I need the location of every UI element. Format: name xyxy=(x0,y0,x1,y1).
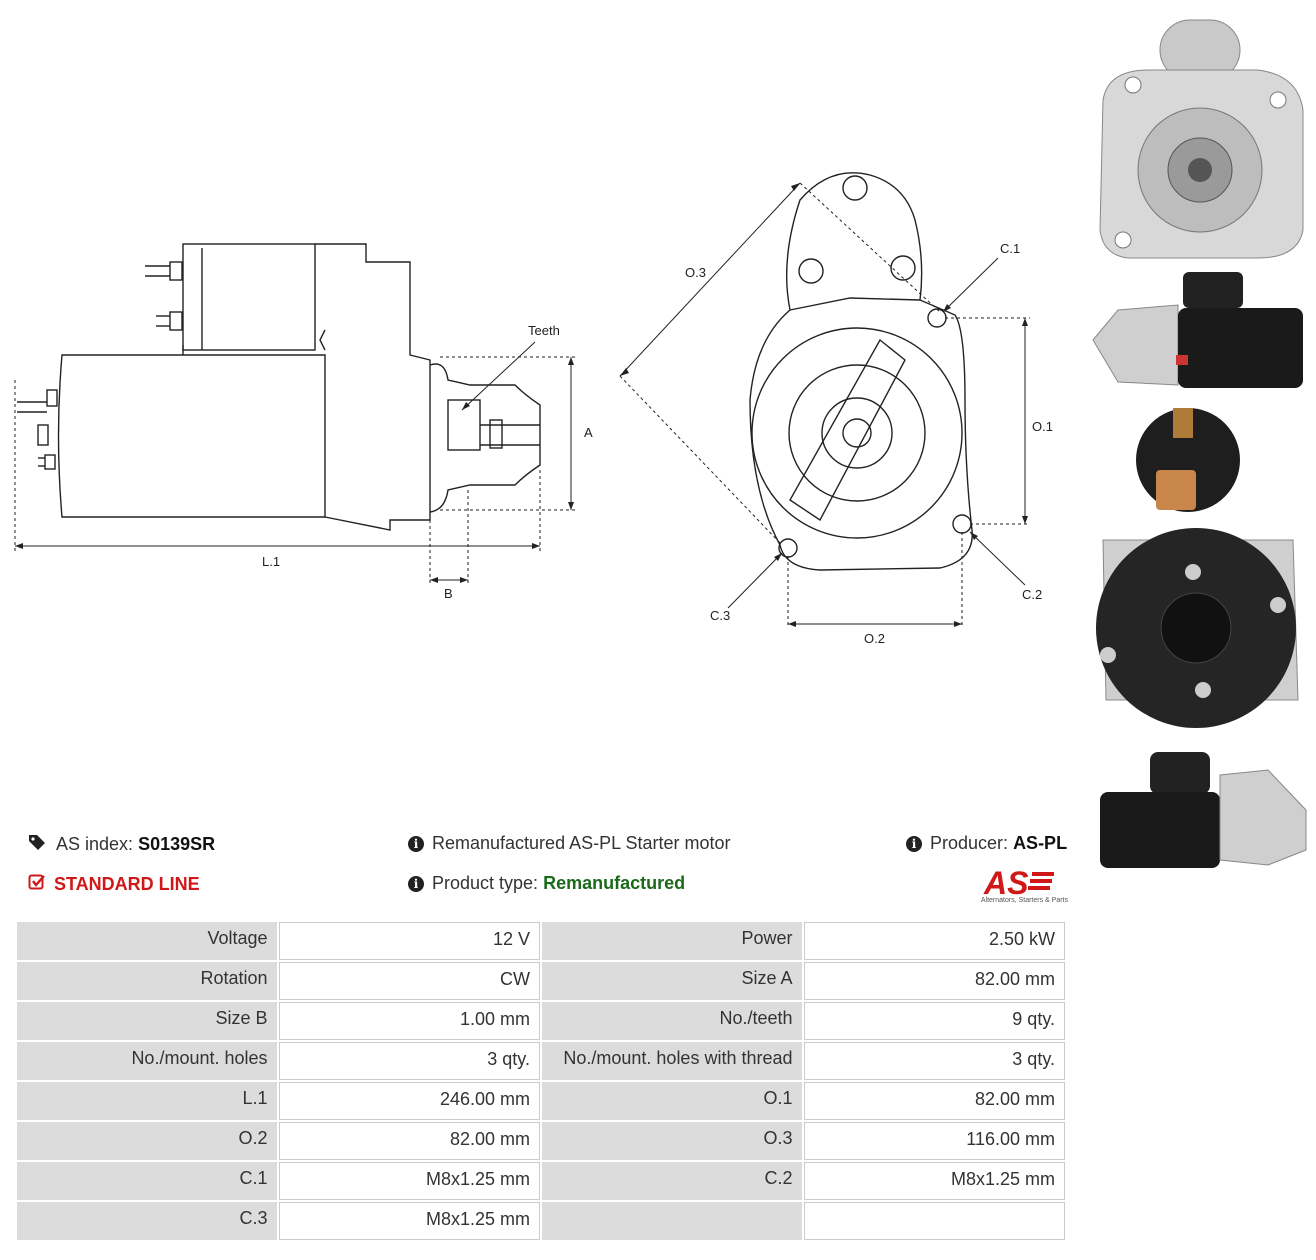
spec-value: 82.00 mm xyxy=(278,1122,540,1160)
description-text: Remanufactured AS-PL Starter motor xyxy=(432,833,731,853)
photo-rear-view xyxy=(1096,408,1299,728)
spec-value: 116.00 mm xyxy=(803,1122,1065,1160)
product-type: i Product type: Remanufactured xyxy=(408,873,685,894)
spec-value: 246.00 mm xyxy=(278,1082,540,1120)
label-c3: C.3 xyxy=(710,608,730,623)
spec-label: Power xyxy=(541,922,802,960)
label-b: B xyxy=(444,586,453,601)
spec-label: O.3 xyxy=(541,1122,802,1160)
check-square-icon xyxy=(28,873,46,896)
spec-label: C.2 xyxy=(541,1162,802,1200)
label-o2: O.2 xyxy=(864,631,885,646)
producer-label: Producer: xyxy=(930,833,1009,853)
info-icon: i xyxy=(408,835,424,852)
as-index: AS index: S0139SR xyxy=(28,833,215,856)
label-c2: C.2 xyxy=(1022,587,1042,602)
spec-value: 3 qty. xyxy=(278,1042,540,1080)
spec-label: No./mount. holes with thread xyxy=(541,1042,802,1080)
spec-value: 2.50 kW xyxy=(803,922,1065,960)
label-o1: O.1 xyxy=(1032,419,1053,434)
spec-value: CW xyxy=(278,962,540,1000)
spec-label: Size A xyxy=(541,962,802,1000)
spec-label: No./teeth xyxy=(541,1002,802,1040)
info-icon: i xyxy=(906,835,922,852)
spec-value: 82.00 mm xyxy=(803,1082,1065,1120)
spec-label: C.1 xyxy=(17,1162,277,1200)
label-teeth: Teeth xyxy=(528,323,560,338)
spec-value xyxy=(803,1202,1065,1240)
info-icon: i xyxy=(408,875,424,892)
spec-label: O.1 xyxy=(541,1082,802,1120)
as-index-value: S0139SR xyxy=(138,834,216,854)
tags-icon xyxy=(28,833,48,856)
logo-caption: Alternators, Starters & Parts xyxy=(980,897,1068,904)
spec-label: No./mount. holes xyxy=(17,1042,277,1080)
as-index-label: AS index: xyxy=(56,834,134,854)
label-o3: O.3 xyxy=(685,265,706,280)
standard-line-text: STANDARD LINE xyxy=(54,874,200,894)
label-c1: C.1 xyxy=(1000,241,1020,256)
spec-label xyxy=(541,1202,802,1240)
photo-side-view-2 xyxy=(1100,752,1307,868)
producer: i Producer: AS-PL xyxy=(906,833,1067,854)
spec-value: 3 qty. xyxy=(803,1042,1065,1080)
logo-text: AS xyxy=(983,865,1029,901)
spec-value: 12 V xyxy=(278,922,540,960)
spec-value: M8x1.25 mm xyxy=(803,1162,1065,1200)
spec-label: Voltage xyxy=(17,922,277,960)
product-type-value: Remanufactured xyxy=(543,873,686,893)
photo-front-view xyxy=(1099,19,1304,259)
label-a: A xyxy=(584,425,593,440)
spec-label: C.3 xyxy=(17,1202,277,1240)
spec-value: 1.00 mm xyxy=(278,1002,540,1040)
product-type-label: Product type: xyxy=(432,873,539,893)
standard-line: STANDARD LINE xyxy=(28,873,200,896)
producer-value: AS-PL xyxy=(1013,833,1068,853)
photo-side-view xyxy=(1092,272,1303,388)
spec-label: O.2 xyxy=(17,1122,277,1160)
as-pl-logo: AS xyxy=(983,865,1054,901)
spec-label: L.1 xyxy=(17,1082,277,1120)
spec-value: 9 qty. xyxy=(803,1002,1065,1040)
product-photos xyxy=(1092,19,1307,868)
spec-value: M8x1.25 mm xyxy=(278,1162,540,1200)
spec-value: M8x1.25 mm xyxy=(278,1202,540,1240)
description: i Remanufactured AS-PL Starter motor xyxy=(408,833,730,854)
technical-drawing: Teeth A L.1 B O.3 C.1 O.1 C.2 C.3 O.2 xyxy=(14,172,1053,646)
spec-value: 82.00 mm xyxy=(803,962,1065,1000)
label-l1: L.1 xyxy=(262,554,280,569)
spec-label: Size B xyxy=(17,1002,277,1040)
spec-label: Rotation xyxy=(17,962,277,1000)
